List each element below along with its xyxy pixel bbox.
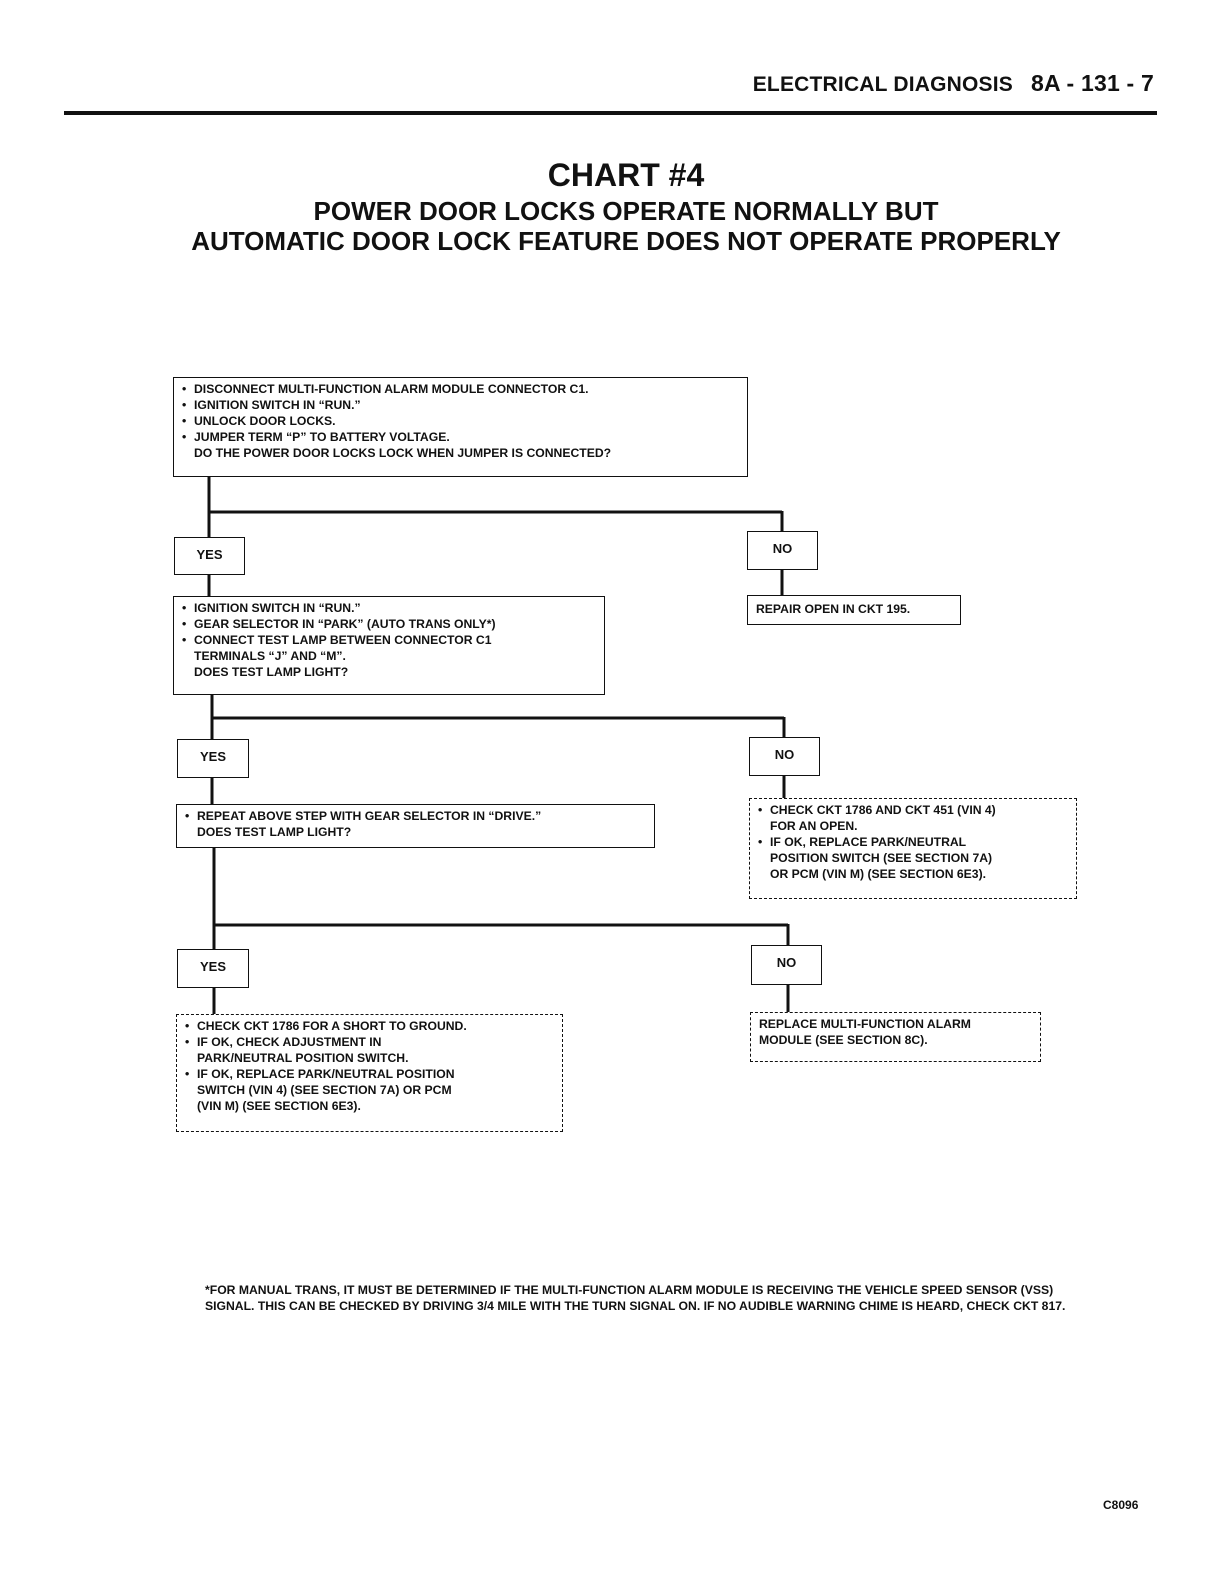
result-no1-text: REPAIR OPEN IN CKT 195.: [756, 602, 911, 616]
result-no2-item: IF OK, REPLACE PARK/NEUTRAL: [758, 834, 1068, 850]
result-yes3-item: IF OK, CHECK ADJUSTMENT IN: [185, 1034, 554, 1050]
step2-item-continued: TERMINALS “J” AND “M”.: [194, 649, 346, 663]
page-header: ELECTRICAL DIAGNOSIS 8A - 131 - 7: [753, 70, 1154, 97]
step2-item: CONNECT TEST LAMP BETWEEN CONNECTOR C1: [182, 632, 596, 648]
chart-title: CHART #4: [547, 157, 705, 193]
step1-item: DISCONNECT MULTI-FUNCTION ALARM MODULE C…: [182, 381, 739, 397]
figure-code: C8096: [1103, 1498, 1139, 1512]
chart-subtitle-line2: AUTOMATIC DOOR LOCK FEATURE DOES NOT OPE…: [191, 226, 1061, 256]
result-no3-box: REPLACE MULTI-FUNCTION ALARM MODULE (SEE…: [750, 1012, 1041, 1062]
result-yes3-box: CHECK CKT 1786 FOR A SHORT TO GROUND. IF…: [176, 1014, 563, 1132]
result-yes3-item: IF OK, REPLACE PARK/NEUTRAL POSITION: [185, 1066, 554, 1082]
no-label-3: NO: [751, 945, 822, 985]
result-no2-item: CHECK CKT 1786 AND CKT 451 (VIN 4): [758, 802, 1068, 818]
step1-question: DO THE POWER DOOR LOCKS LOCK WHEN JUMPER…: [194, 446, 612, 460]
result-no2-item-continued: OR PCM (VIN M) (SEE SECTION 6E3).: [770, 867, 987, 881]
result-no1-box: REPAIR OPEN IN CKT 195.: [747, 595, 961, 625]
step3-item: REPEAT ABOVE STEP WITH GEAR SELECTOR IN …: [185, 808, 646, 824]
chart-subtitle-line1: POWER DOOR LOCKS OPERATE NORMALLY BUT: [313, 196, 939, 226]
result-yes3-item: CHECK CKT 1786 FOR A SHORT TO GROUND.: [185, 1018, 554, 1034]
step3-box: REPEAT ABOVE STEP WITH GEAR SELECTOR IN …: [176, 804, 655, 848]
result-no2-item-continued: POSITION SWITCH (SEE SECTION 7A): [770, 851, 993, 865]
result-yes3-item-continued: SWITCH (VIN 4) (SEE SECTION 7A) OR PCM: [197, 1083, 452, 1097]
yes-label-3: YES: [177, 949, 249, 988]
header-rule: [64, 111, 1157, 115]
step1-box: DISCONNECT MULTI-FUNCTION ALARM MODULE C…: [173, 377, 748, 477]
step2-item: IGNITION SWITCH IN “RUN.”: [182, 600, 596, 616]
no-label-1: NO: [747, 531, 818, 570]
step1-item: JUMPER TERM “P” TO BATTERY VOLTAGE.: [182, 429, 739, 445]
yes-label-1: YES: [174, 537, 245, 575]
result-no3-line: MODULE (SEE SECTION 8C).: [759, 1033, 928, 1047]
result-no2-item-continued: FOR AN OPEN.: [770, 819, 858, 833]
result-no3-line: REPLACE MULTI-FUNCTION ALARM: [759, 1017, 971, 1031]
step1-item: IGNITION SWITCH IN “RUN.”: [182, 397, 739, 413]
result-yes3-item-continued: PARK/NEUTRAL POSITION SWITCH.: [197, 1051, 409, 1065]
result-no2-box: CHECK CKT 1786 AND CKT 451 (VIN 4) FOR A…: [749, 798, 1077, 899]
no-label-2: NO: [749, 737, 820, 776]
yes-label-2: YES: [177, 739, 249, 778]
step2-box: IGNITION SWITCH IN “RUN.” GEAR SELECTOR …: [173, 596, 605, 695]
step2-item: GEAR SELECTOR IN “PARK” (AUTO TRANS ONLY…: [182, 616, 596, 632]
section-title: ELECTRICAL DIAGNOSIS: [752, 73, 1013, 96]
result-yes3-item-continued: (VIN M) (SEE SECTION 6E3).: [197, 1099, 361, 1113]
footnote: *FOR MANUAL TRANS, IT MUST BE DETERMINED…: [205, 1283, 1066, 1313]
step3-question: DOES TEST LAMP LIGHT?: [197, 825, 352, 839]
page-number: 8A - 131 - 7: [1031, 70, 1154, 96]
step1-item: UNLOCK DOOR LOCKS.: [182, 413, 739, 429]
step2-question: DOES TEST LAMP LIGHT?: [194, 665, 349, 679]
